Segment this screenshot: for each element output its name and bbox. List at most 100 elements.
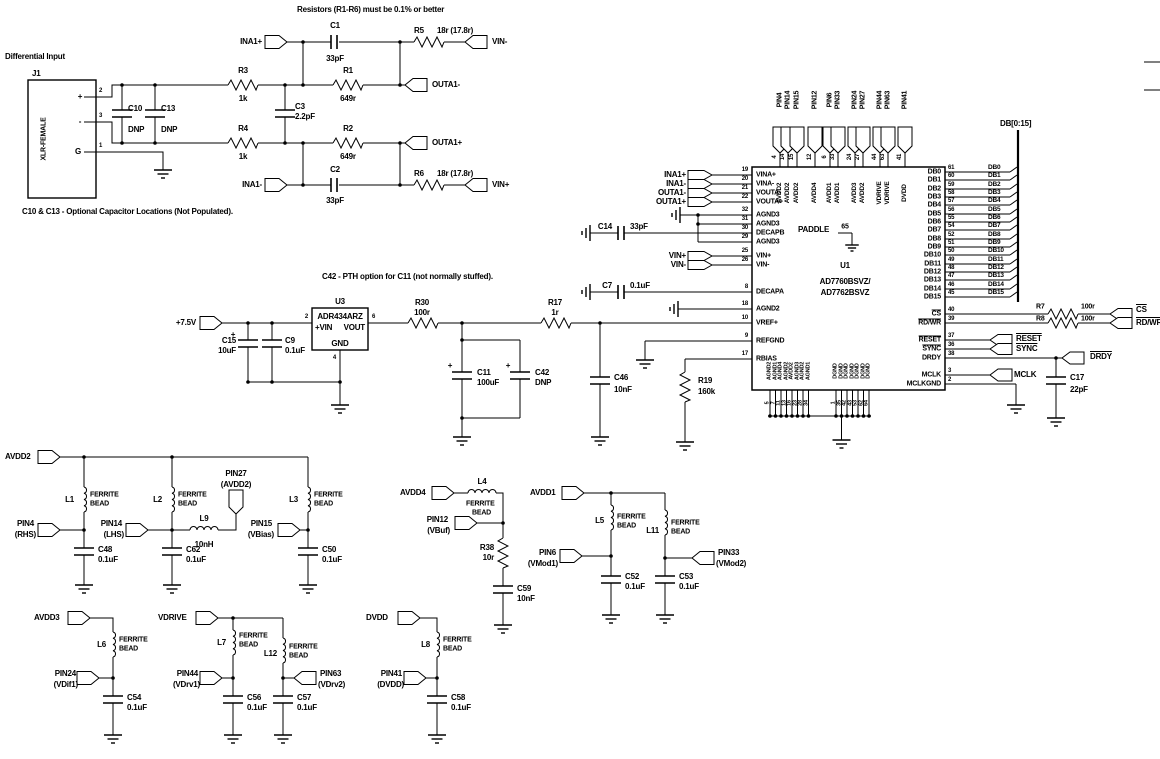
r19-ref: R19 (698, 376, 713, 385)
avdd1-rail-label: AVDD1 (530, 488, 556, 497)
c54-value: 0.1uF (127, 703, 147, 712)
u1-top-num-PIN12: 12 (807, 153, 813, 161)
c53-ref: C53 (679, 572, 694, 581)
j1-pin2-symbol: + (77, 92, 83, 101)
u1-top-name-PIN33: AVDD1 (833, 182, 841, 204)
resistor (332, 136, 364, 150)
u1-top-name-PIN24: AVDD3 (850, 182, 858, 204)
u1-top-name-PIN6: AVDD1 (825, 182, 833, 204)
port-flag (687, 170, 714, 180)
u1-left-name-VIN-: VIN- (756, 261, 770, 269)
wire (90, 617, 114, 632)
l4-fb1: FERRITE (466, 500, 495, 508)
db-net-label-DB9: DB9 (988, 238, 1001, 246)
port-flag (989, 368, 1013, 382)
u1-right-name-DB9: DB9 (927, 243, 942, 251)
l9-value: 10nH (194, 540, 214, 549)
junction-dot (231, 676, 235, 680)
u1-bottom-num-14: 64 (863, 400, 870, 406)
db-net-label-DB7: DB7 (988, 221, 1001, 229)
resistor (332, 78, 364, 92)
pin14-fn: (LHS) (103, 530, 125, 539)
c9-ref: C9 (285, 336, 295, 345)
u1-ctrl-name-DRDY: DRDY (921, 354, 941, 362)
pin27-label: PIN27 (225, 469, 247, 478)
u1-left-name-VINA-: VINA- (756, 180, 775, 188)
u1-ctrl-name-MCLK: MCLK (921, 371, 942, 379)
u1-paddle-label: PADDLE (798, 225, 830, 234)
u1-ctrl-num-MCLKGND: 2 (948, 377, 952, 383)
db-net-label-DB11: DB11 (988, 255, 1004, 263)
note-differential-input: Differential Input (5, 52, 65, 61)
u1-ctrl-num-SYNC: 36 (948, 342, 955, 348)
note-resistors: Resistors (R1-R6) must be 0.1% or better (297, 5, 445, 14)
u3-ref: U3 (335, 297, 345, 306)
u1-right-num-DB4: 57 (948, 198, 955, 204)
inductor (232, 629, 236, 656)
pin6-label: PIN6 (539, 548, 556, 557)
wire (96, 121, 228, 144)
j1-type: XLR-FEMALE (40, 117, 48, 161)
c48-ref: C48 (98, 545, 113, 554)
c13-value: DNP (161, 125, 178, 134)
wire (96, 84, 228, 98)
c7-value: 0.1uF (630, 281, 650, 290)
port-flag (404, 78, 428, 92)
c53-value: 0.1uF (679, 582, 699, 591)
junction-dot (270, 380, 274, 384)
j1-ref: J1 (32, 69, 41, 78)
u1-top-name-PIN41: DVDD (900, 184, 908, 202)
r6-ref: R6 (414, 169, 424, 178)
c59-ref: C59 (517, 584, 532, 593)
wire (420, 617, 438, 632)
junction-dot (301, 141, 305, 145)
ina1p-port: INA1+ (240, 37, 262, 46)
u1-right-name-DB4: DB4 (927, 201, 942, 209)
u1-bottom-name-14: DGND (865, 363, 872, 379)
u1-ctrl-num-RD/WR: 39 (948, 316, 955, 322)
u1-top-header-PIN41: PIN41 (901, 90, 909, 110)
c1-ref: C1 (330, 21, 340, 30)
l12-fb2: BEAD (289, 652, 309, 660)
junction-dot (1054, 356, 1058, 360)
u1-right-num-DB2: 59 (948, 182, 955, 188)
inductor (664, 509, 668, 536)
u1-left-name-DECAPA: DECAPA (756, 288, 784, 296)
db-net-label-DB13: DB13 (988, 271, 1004, 279)
r3-ref: R3 (238, 66, 248, 75)
pin27-fn: (AVDD2) (220, 480, 252, 489)
resistor (496, 537, 510, 569)
r2-value: 649r (340, 152, 356, 161)
junction-dot (306, 528, 310, 532)
u1-part-line1: AD7760BSVZ/ (819, 277, 871, 286)
db-net-label-DB1: DB1 (988, 171, 1001, 179)
avdd4-rail-label: AVDD4 (400, 488, 426, 497)
u1-top-num-PIN15: 15 (789, 153, 795, 161)
c48-value: 0.1uF (98, 555, 118, 564)
u1-left-num-VINA+: 19 (741, 167, 748, 173)
u1-right-name-DB7: DB7 (927, 226, 942, 234)
db-net-label-DB14: DB14 (988, 280, 1004, 288)
port-flag (431, 486, 455, 500)
u1-left-name-VOUTA-: VOUTA- (756, 189, 782, 197)
u1-top-num-PIN4: 4 (772, 155, 778, 159)
r8-value: 100r (1081, 315, 1095, 323)
l8-fb2: BEAD (443, 645, 463, 653)
port-flag (195, 611, 219, 625)
sync-ext-label: SYNC (1016, 344, 1038, 353)
l1-fb2: BEAD (90, 500, 110, 508)
db-net-label-DB3: DB3 (988, 188, 1001, 196)
inductor (436, 631, 440, 658)
r17-value: 1r (551, 308, 559, 317)
port-flag (199, 671, 223, 685)
l3-ref: L3 (289, 495, 298, 504)
u1-left-name-AGND3: AGND3 (756, 238, 780, 246)
db-net-label-DB4: DB4 (988, 196, 1001, 204)
wire (1009, 216, 1018, 223)
pin12-label: PIN12 (426, 515, 448, 524)
pin33-fn: (VMod2) (716, 559, 747, 568)
c57-ref: C57 (297, 693, 312, 702)
c10-value: DNP (128, 125, 145, 134)
junction-dot (501, 521, 505, 525)
wire (96, 151, 164, 170)
